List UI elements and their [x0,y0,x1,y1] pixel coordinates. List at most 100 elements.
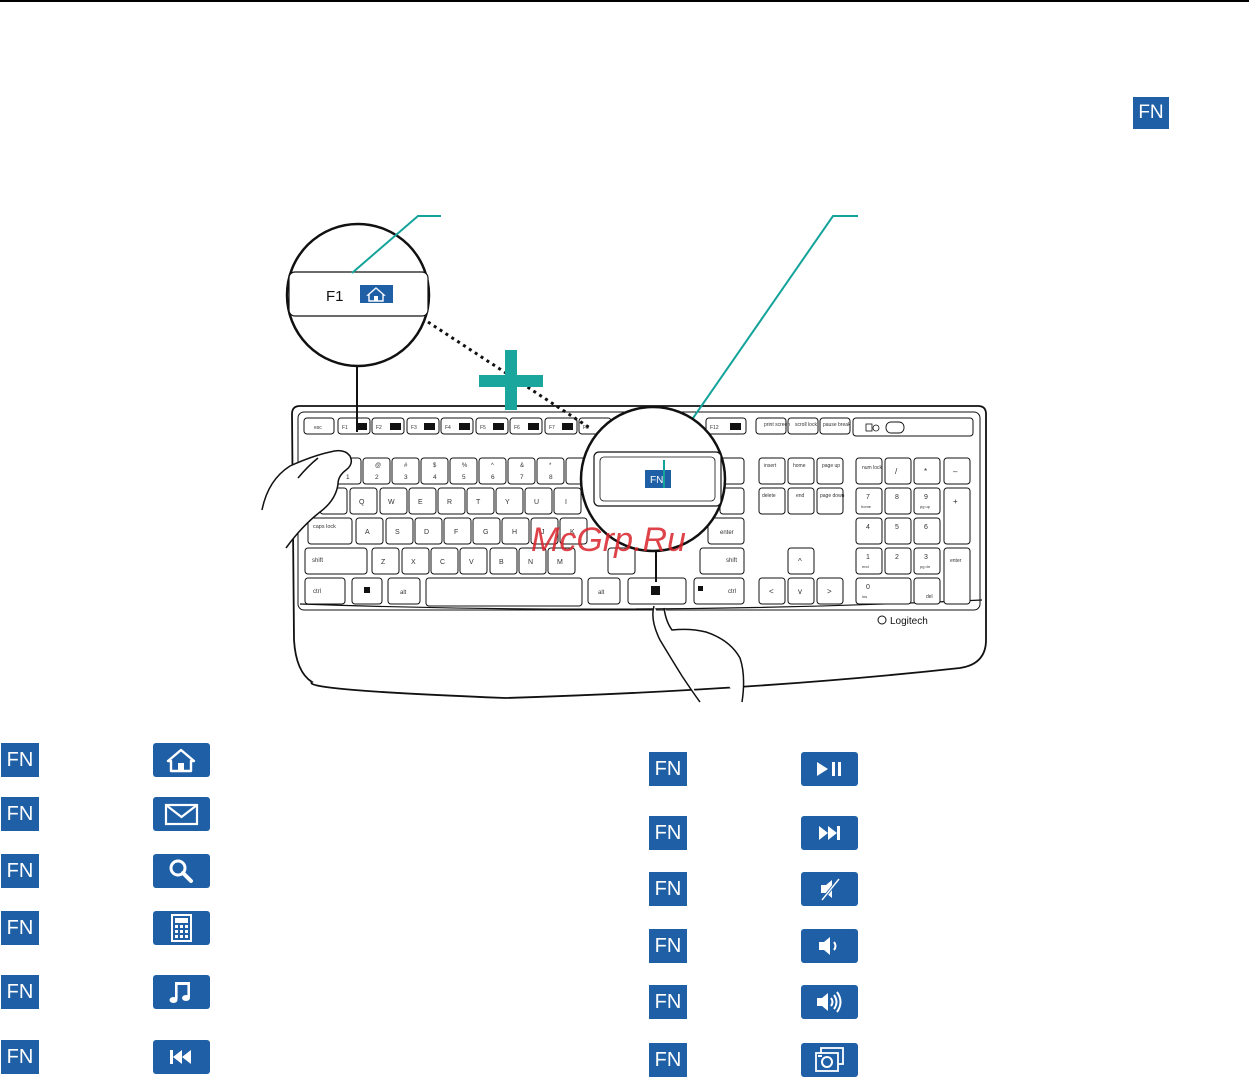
svg-text:^: ^ [491,463,494,469]
key-z: Z [381,559,386,566]
key-f: F [454,529,458,536]
key-3: 3 [404,474,408,481]
right-hand-drawing [652,605,745,703]
volume-up-icon [801,985,858,1019]
key-arrow-up: ^ [798,557,802,566]
key-pause-break: pause break [823,422,851,428]
key-f3: F3 [411,425,417,431]
svg-text:@: @ [375,463,381,469]
key-end: end [796,493,805,499]
mail-icon [153,797,210,831]
key-g: G [483,529,488,536]
key-i: I [565,499,567,506]
key-numpad-plus: + [953,497,958,506]
screenshot-icon [801,1043,858,1077]
key-numpad-8: 8 [895,494,899,501]
search-icon [153,854,210,888]
fn-badge-left-3: FN [1,854,39,888]
key-page-up: page up [822,463,840,469]
fn-badge-right-1: FN [649,752,687,786]
key-f12: F12 [710,425,719,431]
key-8: 8 [549,474,553,481]
key-numpad-5: 5 [895,524,899,531]
key-f4: F4 [445,425,451,431]
key-v: V [469,559,474,566]
f1-zoom-callout: F1 [285,222,431,432]
key-numpad-multiply: * [924,467,927,476]
dotted-connector [427,320,591,430]
key-alt-left: alt [400,590,407,596]
a-row [307,517,745,545]
key-alt-right: alt [598,590,605,596]
key-numpad-7: 7 [866,494,870,501]
fn-zoom-callout: FN [579,405,727,582]
key-home: home [793,463,806,469]
z-row [304,547,745,575]
key-numpad-3-sub: pg dn [920,564,930,569]
volume-down-icon [801,929,858,963]
key-k: K [570,529,575,536]
home-icon [153,743,210,777]
key-m: M [557,559,563,566]
key-numpad-7-sub: home [861,504,872,509]
fn-badge-left-2: FN [1,797,39,831]
key-insert: insert [764,463,777,469]
key-f2: F2 [376,425,382,431]
top-rule [0,0,1249,2]
key-f7: F7 [549,425,555,431]
key-numpad-1: 1 [866,554,870,561]
key-y: Y [505,499,510,506]
key-arrow-right: > [827,587,832,596]
key-q: Q [359,499,365,506]
svg-text:%: % [462,463,468,469]
key-numpad-6: 6 [924,524,928,531]
svg-text:&: & [520,463,524,469]
key-n: N [528,559,533,566]
key-f5: F5 [480,425,486,431]
key-page-down: page down [820,493,845,499]
next-track-icon [801,816,858,850]
key-e: E [418,499,423,506]
key-f6: F6 [514,425,520,431]
previous-track-icon [153,1040,210,1074]
key-a: A [365,529,370,536]
fn-badge-left-5: FN [1,975,39,1009]
key-numpad-0-sub: ins [862,594,867,599]
key-print-screen: print screen [764,422,790,428]
callout-fn-label: FN [650,475,663,486]
key-x: X [411,559,416,566]
key-arrow-left: < [769,587,774,596]
key-4: 4 [433,474,437,481]
fn-badge-left-1: FN [1,743,39,777]
key-h: H [512,529,517,536]
numpad [855,457,971,605]
fn-badge-right-3: FN [649,872,687,906]
key-numpad-3: 3 [924,554,928,561]
key-numpad-minus: – [953,467,958,476]
logitech-logo: Logitech [877,615,928,627]
left-hand-drawing [261,449,353,549]
key-7: 7 [520,474,524,481]
plus-icon [479,350,543,410]
fn-badge-right-5: FN [649,985,687,1019]
fn-badge-right-2: FN [649,816,687,850]
fn-badge-header: FN [1133,97,1169,129]
leader-line-left [351,215,441,274]
key-numpad-divide: / [895,467,898,476]
q-row [319,487,745,515]
key-numpad-1-sub: end [862,564,869,569]
key-t: T [476,499,481,506]
key-d: D [424,529,429,536]
key-s: S [395,529,400,536]
svg-text:*: * [549,463,552,469]
key-2: 2 [375,474,379,481]
key-num-lock: num lock [862,465,883,471]
music-icon [153,975,210,1009]
key-enter: enter [720,530,734,536]
key-numpad-9-sub: pg up [920,504,931,509]
fn-badge-left-6: FN [1,1040,39,1074]
brand-text: Logitech [890,616,928,627]
key-esc: esc [314,425,322,431]
key-shift-right: shift [726,558,737,564]
key-shift-left: shift [312,558,323,564]
